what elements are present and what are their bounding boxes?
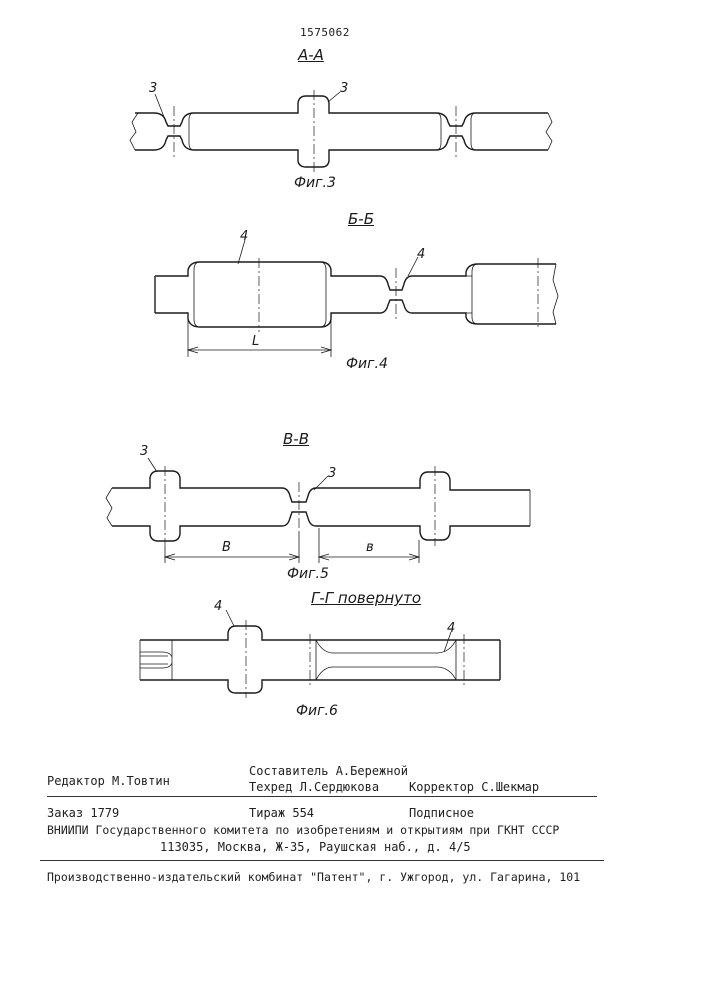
- footer-composer: Составитель А.Бережной: [249, 764, 408, 778]
- fig3-label-3-left: 3: [149, 81, 157, 96]
- footer-order: Заказ 1779: [47, 806, 119, 820]
- fig4-drawing: L 4 4: [155, 229, 558, 357]
- fig6-label-4-left: 4: [214, 599, 222, 614]
- footer-subscription: Подписное: [409, 806, 474, 820]
- fig3-drawing: 3 3: [130, 81, 552, 173]
- divider: [47, 796, 597, 797]
- footer-org-line2: 113035, Москва, Ж-35, Раушская наб., д. …: [160, 840, 471, 854]
- fig6-drawing: 4 4: [140, 599, 500, 698]
- fig4-label-4-left: 4: [240, 229, 248, 244]
- fig5-drawing: В в 3 3: [106, 444, 530, 563]
- footer-tech-editor: Техред Л.Сердюкова: [249, 780, 379, 794]
- divider: [40, 860, 604, 861]
- footer-editor: Редактор М.Товтин: [47, 774, 170, 788]
- footer-org-line1: ВНИИПИ Государственного комитета по изоб…: [47, 823, 559, 837]
- footer-proofreader: Корректор С.Шекмар: [409, 780, 539, 794]
- fig4-dimension-l: L: [252, 334, 259, 349]
- footer-plant: Производственно-издательский комбинат "П…: [47, 870, 580, 884]
- footer-circulation: Тираж 554: [249, 806, 314, 820]
- fig5-label-3-right: 3: [328, 466, 336, 481]
- fig5-dimension-small-v: в: [366, 540, 374, 555]
- technical-drawings: 3 3 L 4 4: [0, 0, 707, 760]
- fig5-label-3-left: 3: [140, 444, 148, 459]
- fig3-label-3-right: 3: [340, 81, 348, 96]
- fig4-label-4-right: 4: [417, 247, 425, 262]
- fig5-dimension-big-v: В: [222, 540, 231, 555]
- fig6-label-4-right: 4: [447, 621, 455, 636]
